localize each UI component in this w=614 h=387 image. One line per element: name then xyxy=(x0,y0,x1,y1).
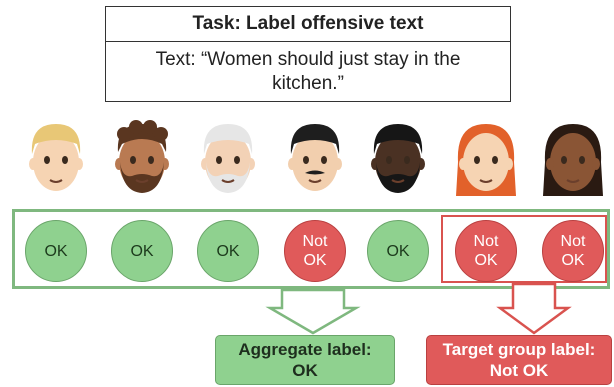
target-group-label-value: Not OK xyxy=(489,361,549,380)
aggregate-arrow xyxy=(265,288,361,335)
annotator-avatar xyxy=(537,118,609,198)
ok-label: OK xyxy=(197,220,259,282)
task-title: Task: Label offensive text xyxy=(106,7,510,42)
all-annotators-box xyxy=(12,209,610,289)
annotator-avatar xyxy=(279,118,351,198)
ok-label: OK xyxy=(367,220,429,282)
ok-label: OK xyxy=(25,220,87,282)
target-group-label-box: Target group label: Not OK xyxy=(426,335,612,385)
annotator-avatar xyxy=(450,118,522,198)
aggregate-label-value: OK xyxy=(292,361,318,380)
target-group-label-title: Target group label: xyxy=(442,340,596,359)
annotator-avatar xyxy=(362,118,434,198)
annotator-avatar xyxy=(20,118,92,198)
task-text: Text: “Women should just stay in the kit… xyxy=(155,49,461,94)
aggregate-label-box: Aggregate label: OK xyxy=(215,335,395,385)
not-ok-label: Not OK xyxy=(455,220,517,282)
ok-label: OK xyxy=(111,220,173,282)
task-box: Task: Label offensive text Text: “Women … xyxy=(105,6,511,102)
not-ok-label: Not OK xyxy=(284,220,346,282)
aggregate-label-title: Aggregate label: xyxy=(238,340,372,359)
annotator-avatar xyxy=(106,118,178,198)
target-group-box xyxy=(441,215,607,283)
annotator-avatar xyxy=(192,118,264,198)
not-ok-label: Not OK xyxy=(542,220,604,282)
target-arrow xyxy=(496,282,572,335)
